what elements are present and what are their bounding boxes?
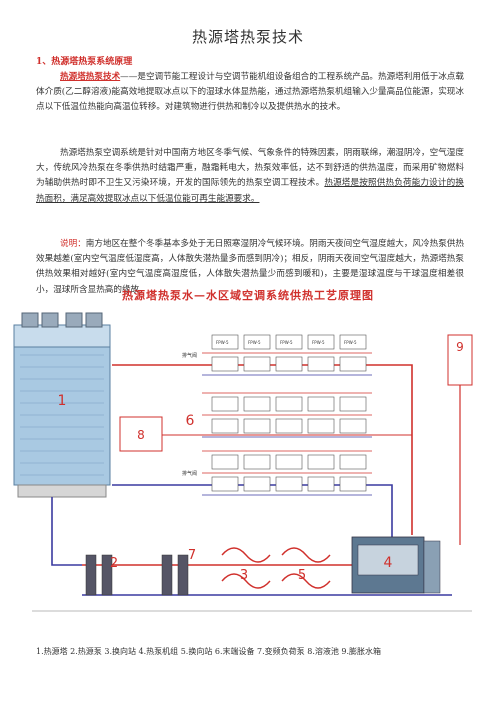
heat-source-pumps xyxy=(85,554,189,596)
intro-text: ——是空调节能工程设计与空调节能机组设备组合的工程系统产品。热源塔利用低于冰点载… xyxy=(36,72,464,113)
expansion-tank xyxy=(447,334,473,386)
callout-8: 8 xyxy=(137,428,145,442)
callout-5: 5 xyxy=(298,568,306,583)
diagram-title: 热源塔热泵水—水区域空调系统供热工艺原理图 xyxy=(122,289,374,302)
callout-4: 4 xyxy=(384,555,393,571)
callout-9: 9 xyxy=(456,340,464,354)
fan-coil-label: FPW-5 xyxy=(248,340,261,345)
callout-2: 2 xyxy=(110,556,118,571)
paragraph-note: 说明：南方地区在整个冬季基本多处于无日照寒湿阴冷气候环境。阴雨天夜间空气湿度越大… xyxy=(36,237,464,298)
callout-3: 3 xyxy=(240,568,248,583)
paragraph-system: 热源塔热泵空调系统是针对中国南方地区冬季气候、气象条件的特殊因素，阴雨联绵，潮湿… xyxy=(36,146,464,207)
callout-6: 6 xyxy=(186,413,195,429)
fan-coil-label: FPW-5 xyxy=(216,340,229,345)
vent-valve-label: 排气阀 xyxy=(182,352,197,359)
heat-pump-unit xyxy=(351,536,441,594)
system-underlined-text: 热源塔是按照供热负荷能力设计的换热面积，满足高效提取冰点以下低温位能可再生能源要… xyxy=(36,178,464,204)
system-text: 热源塔热泵空调系统是针对中国南方地区冬季气候、气象条件的特殊因素，阴雨联绵，潮湿… xyxy=(36,148,464,189)
reversing-station xyxy=(221,547,331,589)
page-title: 热源塔热泵技术 xyxy=(191,28,304,46)
heat-source-tower xyxy=(13,312,111,498)
fan-coil-label: FPW-5 xyxy=(344,340,357,345)
process-diagram: 1 8 xyxy=(13,312,473,612)
key-term: 热源塔热泵技术 xyxy=(60,72,121,82)
fan-coil-label: FPW-5 xyxy=(312,340,325,345)
vent-valve-label: 排气阀 xyxy=(182,470,197,477)
fan-coil-label: FPW-5 xyxy=(280,340,293,345)
section-heading: 1、热源塔热泵系统原理 xyxy=(36,57,133,67)
note-label: 说明： xyxy=(60,239,86,249)
solution-tank xyxy=(119,416,163,452)
callout-7: 7 xyxy=(188,548,196,563)
note-text: 南方地区在整个冬季基本多处于无日照寒湿阴冷气候环境。阴雨天夜间空气湿度越大，风冷… xyxy=(36,239,464,295)
callout-1: 1 xyxy=(58,393,67,409)
diagram-legend: 1.热源塔 2.热源泵 3.换向站 4.热泵机组 5.换向站 6.末端设备 7.… xyxy=(36,647,382,656)
paragraph-intro: 热源塔热泵技术——是空调节能工程设计与空调节能机组设备组合的工程系统产品。热源塔… xyxy=(36,70,464,116)
terminal-units: FPW-5 FPW-5 FPW-5 FPW-5 FPW-5 xyxy=(202,334,372,496)
